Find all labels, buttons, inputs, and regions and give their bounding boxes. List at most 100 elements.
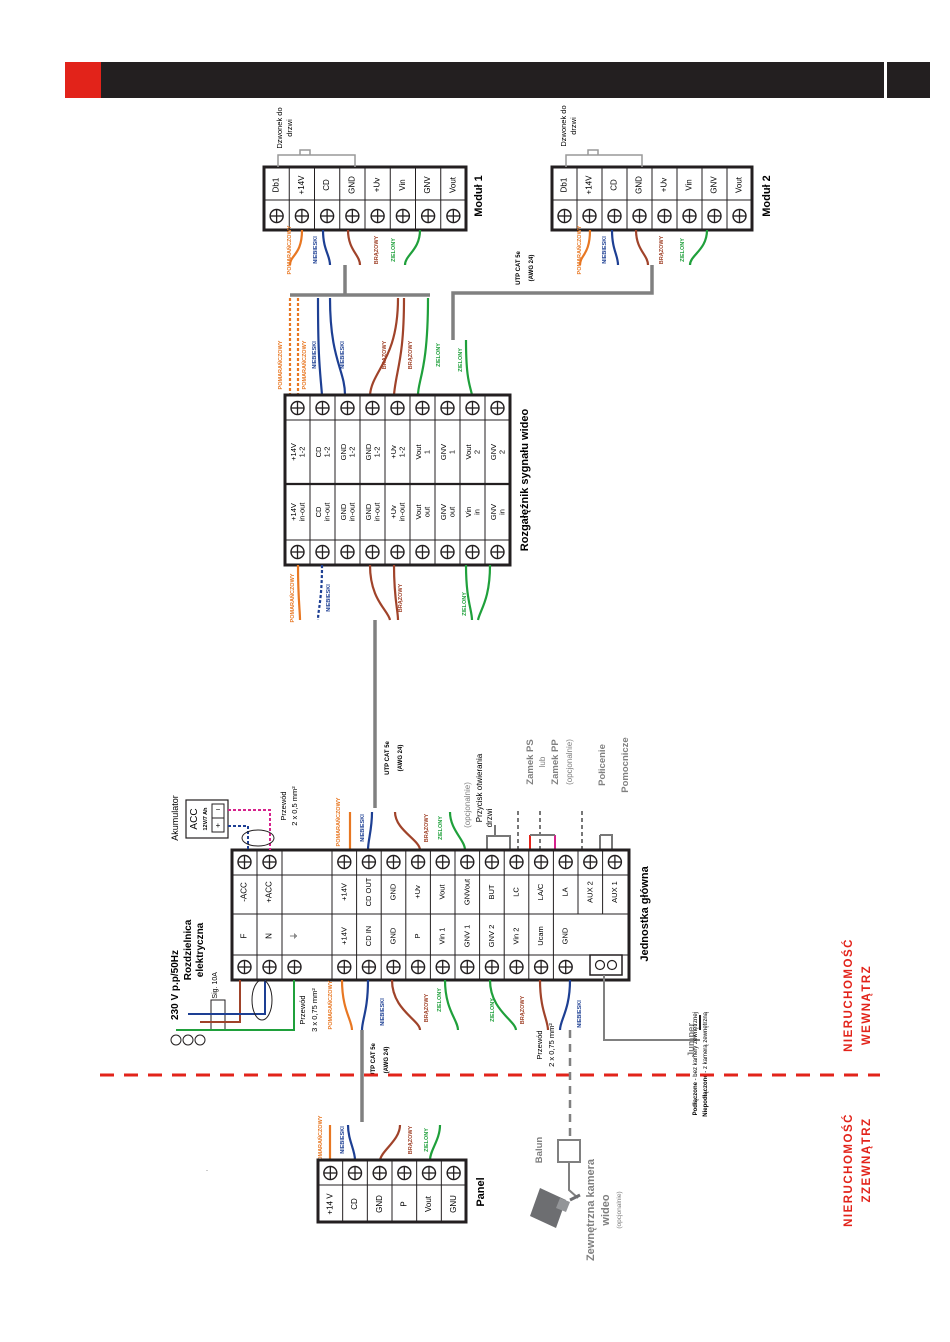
mains-panel-2: elektryczna: [195, 922, 206, 977]
mains-cable-1: Przewód: [298, 995, 307, 1024]
main-bottom-wire-2: NIEBIESKI: [380, 998, 386, 1026]
panel-screw-4: [421, 1165, 437, 1181]
main-top-terminal-2: GND: [388, 883, 397, 900]
accumulator-plus: +: [216, 821, 221, 830]
splitter-out-terminal-6: GNV1: [439, 444, 456, 460]
camera-title-1: Zewnętrzna kamera: [585, 1158, 597, 1261]
modul1-screw-0: [269, 208, 284, 224]
module-2-wire-green: ZIELONY: [680, 238, 686, 262]
header-accent: [65, 62, 101, 98]
main-top-wire-4: ZIELONY: [438, 816, 444, 840]
mains-panel: Rozdzielnica: [183, 919, 194, 980]
splitter-out-terminal-0: +14V1-2: [289, 443, 306, 461]
accumulator-cable-2: 2 x 0,5 mm²: [290, 786, 299, 826]
modul1-terminal-4: +Uv: [373, 178, 382, 192]
lock-pp: Zamek PP: [550, 739, 561, 785]
lock-ps: Zamek PS: [525, 739, 536, 784]
main-bottom-screw-4: [435, 959, 450, 975]
main-bottom-screw-2: [386, 959, 401, 975]
main-bottom-wire-1: POMARAŃCZOWY: [326, 980, 334, 1029]
main-top-terminal-6: BUT: [487, 884, 496, 899]
splitter-in-terminal-7: Vinin: [464, 507, 481, 518]
splitter-top-screw-1: [315, 400, 330, 416]
main-bottom-screw-8: [533, 959, 549, 975]
jumper-connected-desc: - bez kamery zewnętrznej: [693, 1012, 699, 1082]
splitter-bottom-wire-4: ZIELONY: [462, 592, 468, 616]
splitter-bottom-wires: [296, 564, 492, 621]
balun-label: Balun: [534, 1137, 545, 1164]
acc-terminal-0: -ACC: [240, 882, 249, 902]
main-bottom-screw-1: [361, 959, 377, 975]
splitter-in-terminal-1: CDin-out: [314, 502, 331, 522]
module-2-wire-orange: POMARAŃCZOWY: [575, 225, 583, 274]
main-top-screw-6: [484, 854, 500, 870]
splitter-bottom-wire-2: NIEBIESKI: [326, 584, 332, 612]
module-2-bell: [565, 149, 643, 167]
jumper: Jumper Podłączone - bez kamery zewnętrzn…: [603, 975, 709, 1117]
extra-1: Połicenie: [597, 744, 608, 786]
lock-or: lub: [538, 756, 547, 767]
camera-wire-blue: NIEBIESKI: [577, 1000, 583, 1028]
button-label-1: Przycisk otwierania: [475, 753, 484, 822]
splitter-bottom-wire-1: POMARAŃCZOWY: [288, 573, 296, 622]
splitter-top-screw-0: [290, 400, 305, 416]
splitter-out-terminal-5: Vout1: [414, 444, 431, 460]
camera-wire-brown: BRĄZOWY: [520, 995, 526, 1024]
splitter-in-terminal-8: GNVin: [489, 504, 506, 520]
modul1-screw-3: [345, 208, 360, 224]
splitter-top-wire-5: BRĄZOWY: [382, 340, 388, 369]
modul1-terminal-3: GND: [347, 176, 356, 194]
main-unit-bottom-wires: [340, 979, 572, 1031]
panel-terminal-1: CD: [350, 1198, 359, 1210]
modul2-terminal-6: GNV: [710, 176, 719, 194]
splitter-terminals: +14V1-2+14Vin-outCD1-2CDin-outGND1-2GNDi…: [289, 395, 506, 565]
splitter-top-screw-2: [340, 400, 355, 416]
modul1-terminal-7: Vout: [448, 176, 457, 193]
splitter-out-terminal-3: GND1-2: [364, 443, 381, 460]
header-bar: [65, 62, 930, 98]
panel-screw-5: [446, 1165, 461, 1181]
splitter-top-wire-1: POMARAŃCZOWY: [276, 340, 284, 389]
main-bottom-screw-9: [558, 959, 573, 975]
main-bottom-screw-0: [337, 959, 352, 975]
splitter-top-wire-8: ZIELONY: [458, 348, 464, 372]
main-top-terminal-7: LC: [511, 887, 520, 897]
splitter-top-screw-5: [415, 400, 430, 416]
main-top-terminal-1: CD OUT: [364, 877, 373, 906]
main-top-terminal-0: +14V: [339, 883, 348, 901]
module-1-wire-green: ZIELONY: [391, 238, 397, 262]
acc-screw-1: [262, 854, 277, 870]
main-top-terminal-5: GNVout: [462, 878, 471, 905]
jumper-label: Jumper: [686, 1023, 697, 1058]
splitter-out-terminal-4: +Uv1-2: [389, 445, 406, 459]
splitter-top-screw-7: [465, 400, 480, 416]
main-bottom-screw-6: [484, 959, 500, 975]
splitter-top-screw-3: [365, 400, 380, 416]
main-bottom-screw-7: [509, 959, 524, 975]
modul2-terminal-5: Vin: [685, 179, 694, 190]
module-2-title: Moduł 2: [761, 175, 773, 217]
main-top-screw-11: [607, 854, 623, 870]
main-bottom-screw-5: [460, 959, 475, 975]
modul1-screw-6: [420, 208, 436, 224]
module-2-wire-blue: NIEBIESKI: [602, 236, 608, 264]
main-bottom-screw-3: [410, 959, 426, 975]
main-bottom-terminal-8: Ucam: [536, 926, 545, 946]
utp-mid-label-1: UTP CAT 5e: [385, 740, 391, 774]
utp-mid-label-2: (AWG 24): [398, 745, 404, 772]
modul2-terminal-4: +Uv: [660, 178, 669, 192]
power-terminal-2: ⏚: [290, 932, 299, 940]
splitter-top-wire-3: NIEBIESKI: [312, 341, 318, 369]
jumper-pin-2: [606, 959, 618, 971]
accumulator-box-acc: ACC: [189, 808, 200, 829]
splitter-out-terminal-2: GND1-2: [339, 443, 356, 460]
acc-screw-0: [237, 854, 252, 870]
panel-title: Panel: [475, 1177, 487, 1206]
mains-supply: 230 V p.p/50Hz Rozdzielnica elektryczna …: [170, 919, 319, 1046]
panel-terminal-3: P: [399, 1201, 408, 1206]
modul2-screw-0: [557, 208, 572, 224]
modul1-screw-5: [395, 208, 411, 224]
